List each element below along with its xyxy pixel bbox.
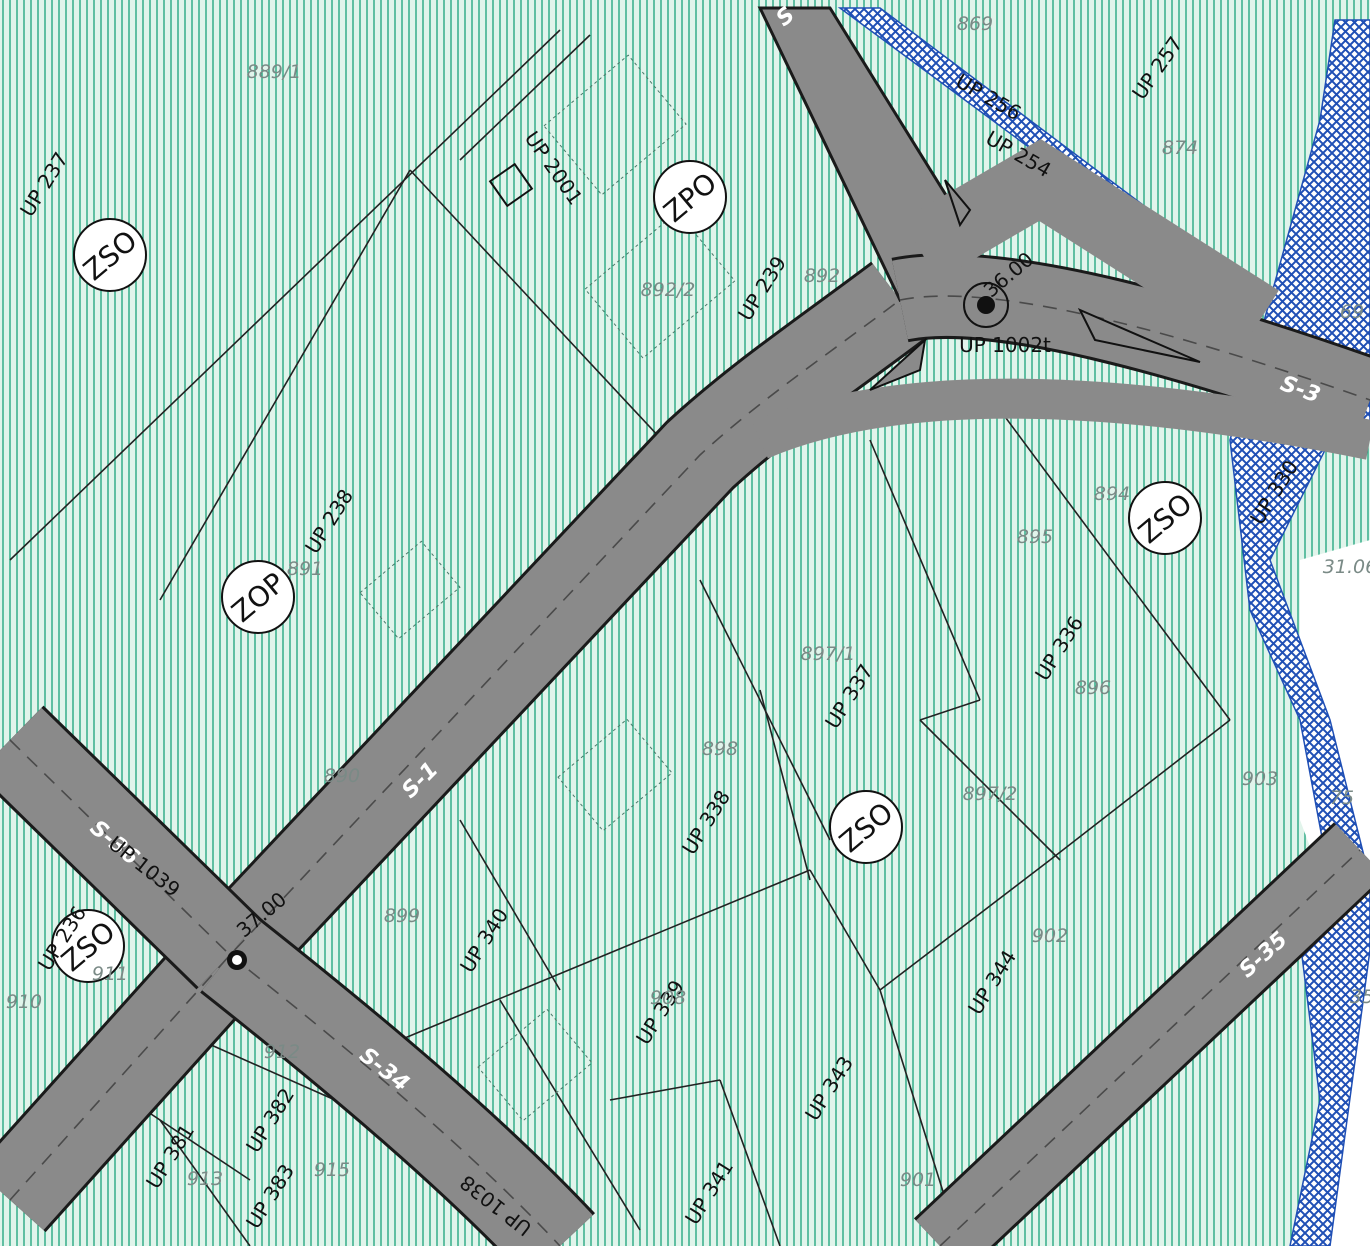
- cadastral-number: 869: [957, 13, 993, 35]
- cadastral-number: 899: [384, 905, 420, 927]
- zone-badge-zop: ZOP: [221, 560, 295, 634]
- cadastral-number: 913: [187, 1168, 223, 1190]
- cadastral-number: 910: [6, 991, 42, 1013]
- zone-badge-zso-nw: ZSO: [73, 218, 147, 292]
- edge-number: 35: [1350, 986, 1370, 1008]
- cadastral-number: 874: [1162, 137, 1198, 159]
- cadastral-number: 894: [1094, 483, 1130, 505]
- parcel-boundaries: [9, 29, 1231, 1246]
- edge-number: 69: [1340, 301, 1364, 323]
- cadastral-number: 901: [900, 1169, 936, 1191]
- zone-badge-zso-center: ZSO: [829, 790, 903, 864]
- cadastral-number: 898: [702, 738, 738, 760]
- cadastral-number: 889/1: [247, 61, 302, 83]
- cadastral-number: 895: [1017, 526, 1053, 548]
- cadastral-number: 891: [287, 558, 323, 580]
- traffic-islands: [869, 179, 1201, 391]
- zone-badge-zpo: ZPO: [653, 160, 727, 234]
- cadastral-number: 896: [1075, 677, 1111, 699]
- edge-numbers: 69 31.06 75 35: [1323, 301, 1370, 1008]
- cadastral-number: 902: [1032, 925, 1068, 947]
- cadastral-number: 912: [264, 1041, 300, 1063]
- cadastral-number: 892/2: [641, 279, 696, 301]
- junction-node-south: [227, 950, 247, 970]
- edge-number: 75: [1330, 787, 1354, 809]
- road-s3-south-edge: [752, 378, 1370, 460]
- building-footprints: [359, 54, 736, 1122]
- cadastral-number: 892: [804, 265, 840, 287]
- road-network: [0, 6, 1370, 1246]
- cadastral-labels: 889/1 892/2 892 891 890 869 874 894 895 …: [6, 13, 1278, 1191]
- small-structure: [488, 162, 534, 208]
- junction-node-north: [963, 282, 1009, 328]
- edge-number: 31.06: [1323, 556, 1370, 578]
- cadastral-number: 890: [324, 765, 360, 787]
- cadastral-number: 915: [314, 1159, 350, 1181]
- zone-badge-zso-west: ZSO: [51, 909, 125, 983]
- cadastral-number: 911: [92, 963, 128, 985]
- cadastral-number: 897/1: [801, 643, 856, 665]
- cadastral-number: 897/2: [963, 783, 1018, 805]
- zone-badge-zso-east: ZSO: [1128, 481, 1202, 555]
- up-label: UP 1002t: [959, 333, 1051, 357]
- cadastral-number: 903: [1242, 768, 1278, 790]
- cadastral-number: 908: [650, 987, 686, 1009]
